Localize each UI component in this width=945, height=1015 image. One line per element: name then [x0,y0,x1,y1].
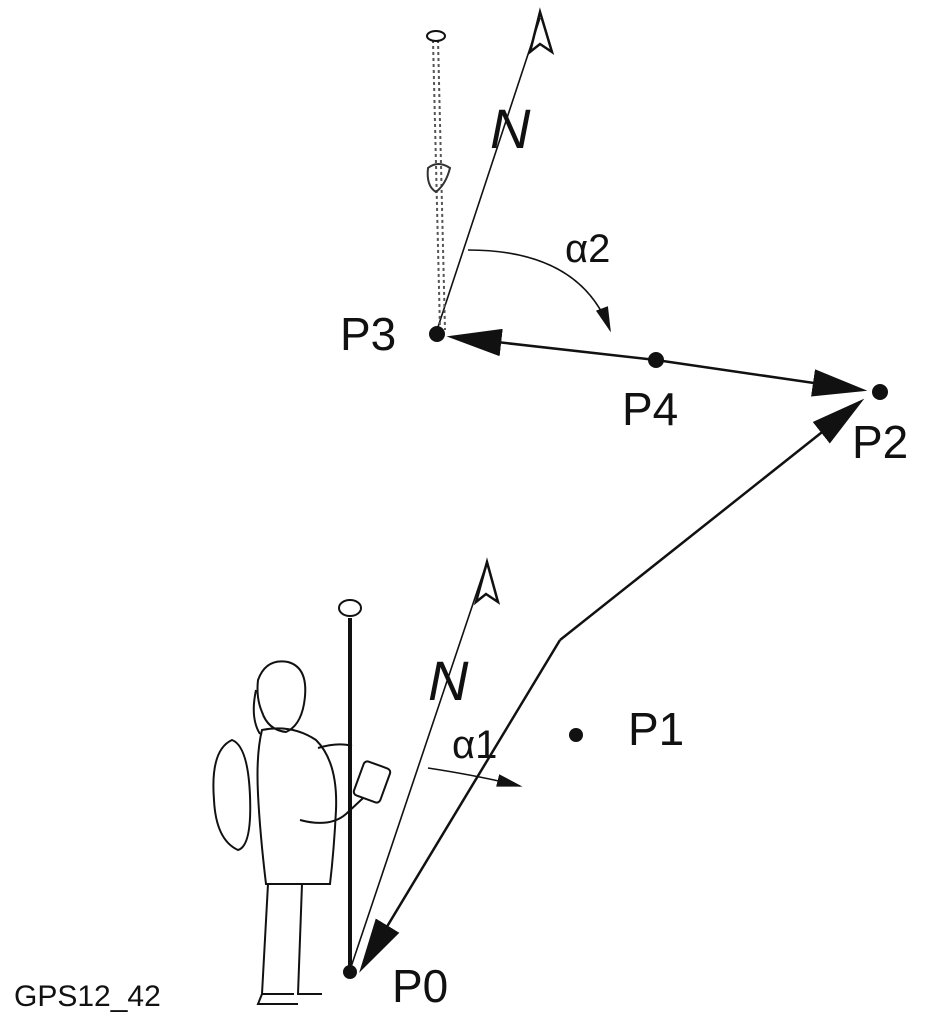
p1-label: P1 [628,703,684,755]
point-p1: P1 [569,703,684,755]
line-p0-p2 [359,398,865,973]
surveyor-figure-icon [212,599,392,1005]
p3-label: P3 [340,308,396,360]
point-p3: P3 [340,308,445,360]
line-p3-p2 [446,328,868,397]
p4-label: P4 [622,383,678,435]
p0-label: P0 [392,960,448,1012]
pole-icon-upper [426,30,452,331]
p2-label: P2 [852,416,908,468]
north-label-upper: N [490,97,531,160]
angle-arc-alpha2: α2 [467,227,611,333]
north-arrow-lower: N [349,557,501,971]
alpha1-label: α1 [452,723,497,767]
north-arrow-upper: N [436,7,555,331]
angle-arc-alpha1: α1 [427,723,523,787]
north-label-lower: N [428,649,469,712]
alpha2-label: α2 [565,227,610,271]
point-p2: P2 [852,384,908,468]
figure-caption: GPS12_42 [14,980,161,1013]
point-p0: P0 [343,960,448,1012]
point-p4: P4 [622,352,678,435]
